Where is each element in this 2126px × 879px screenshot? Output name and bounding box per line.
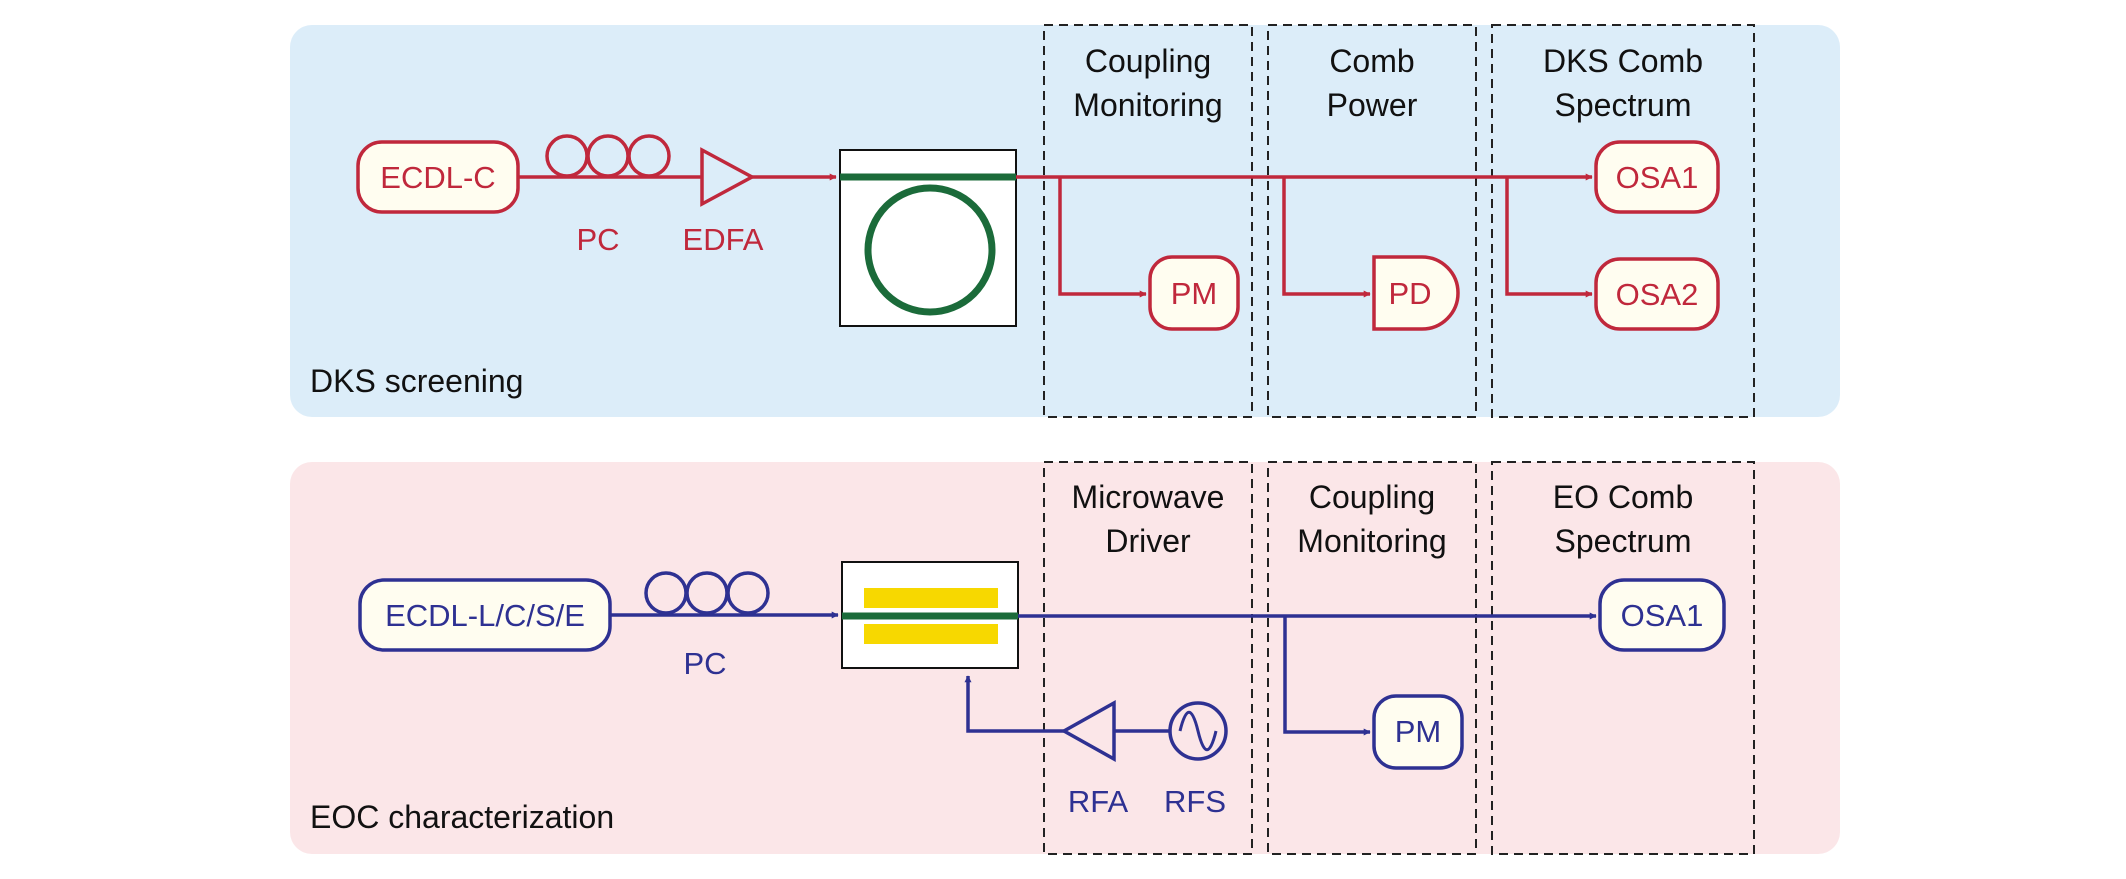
section-title-comb-power-line2: Power <box>1327 87 1418 123</box>
section-title-coupling-monitoring-line2: Monitoring <box>1073 87 1222 123</box>
osa1-label-top: OSA1 <box>1616 160 1699 195</box>
section-title-dks-comb-spectrum-line1: DKS Comb <box>1543 43 1703 79</box>
rf-source-icon <box>1168 701 1228 761</box>
rf-line-amp-to-chip <box>964 675 1066 733</box>
laser-ecdl-lcse-label: ECDL-L/C/S/E <box>385 598 585 633</box>
rfs-label: RFS <box>1164 784 1226 819</box>
polarization-controller-icon <box>545 134 671 178</box>
photodetector-label: PD <box>1388 276 1431 311</box>
pc-label-bottom: PC <box>683 646 726 681</box>
power-meter-label-bottom: PM <box>1395 714 1442 749</box>
section-title-coupling-monitoring-bottom-line1: Coupling <box>1309 479 1435 515</box>
section-title-microwave-driver-line1: Microwave <box>1072 479 1225 515</box>
edfa-label: EDFA <box>683 222 764 257</box>
photodetector-box <box>1372 255 1460 331</box>
section-title-microwave-driver-line2: Driver <box>1105 523 1191 559</box>
osa1-box-top <box>1594 140 1720 214</box>
panel-background-bottom <box>290 462 1840 854</box>
panel-caption-top: DKS screening <box>310 363 523 399</box>
osa2-label: OSA2 <box>1616 277 1699 312</box>
branch-line-to-pd <box>1282 177 1371 298</box>
branch-line-to-pm-top <box>1058 177 1147 298</box>
pc-label-top: PC <box>576 222 619 257</box>
power-meter-label-top: PM <box>1171 276 1218 311</box>
panel-caption-bottom: EOC characterization <box>310 799 614 835</box>
section-title-eo-comb-spectrum-line2: Spectrum <box>1555 523 1692 559</box>
electrode-upper <box>864 588 998 608</box>
power-meter-box-bottom <box>1372 694 1464 770</box>
rfa-label: RFA <box>1068 784 1129 819</box>
section-title-eo-comb-spectrum-line1: EO Comb <box>1553 479 1693 515</box>
power-meter-box-top <box>1148 255 1240 331</box>
section-title-dks-comb-spectrum-line2: Spectrum <box>1555 87 1692 123</box>
osa1-label-bottom: OSA1 <box>1621 598 1704 633</box>
rf-amplifier-icon <box>1060 700 1116 762</box>
osa2-box <box>1594 257 1720 331</box>
polarization-controller-icon-bottom <box>644 571 770 615</box>
eoc-characterization-panel: Microwave Driver Coupling Monitoring EO … <box>290 461 1840 855</box>
microring-resonator-icon <box>864 184 996 316</box>
branch-line-to-osa2 <box>1505 177 1593 298</box>
panel-background-top <box>290 25 1840 417</box>
electrode-lower <box>864 624 998 644</box>
section-title-coupling-monitoring-bottom-line2: Monitoring <box>1297 523 1446 559</box>
section-title-coupling-monitoring-line1: Coupling <box>1085 43 1211 79</box>
osa1-box-bottom <box>1598 578 1726 652</box>
branch-line-to-pm-bottom <box>1283 616 1371 736</box>
dks-screening-panel: Coupling Monitoring Comb Power DKS Comb … <box>290 24 1840 418</box>
section-frame-eo-comb-spectrum <box>1491 461 1755 855</box>
section-title-comb-power-line1: Comb <box>1329 43 1414 79</box>
section-frame-dks-comb-spectrum <box>1491 24 1755 418</box>
laser-ecdl-c-label: ECDL-C <box>380 160 495 195</box>
edfa-amplifier-icon <box>700 147 756 207</box>
